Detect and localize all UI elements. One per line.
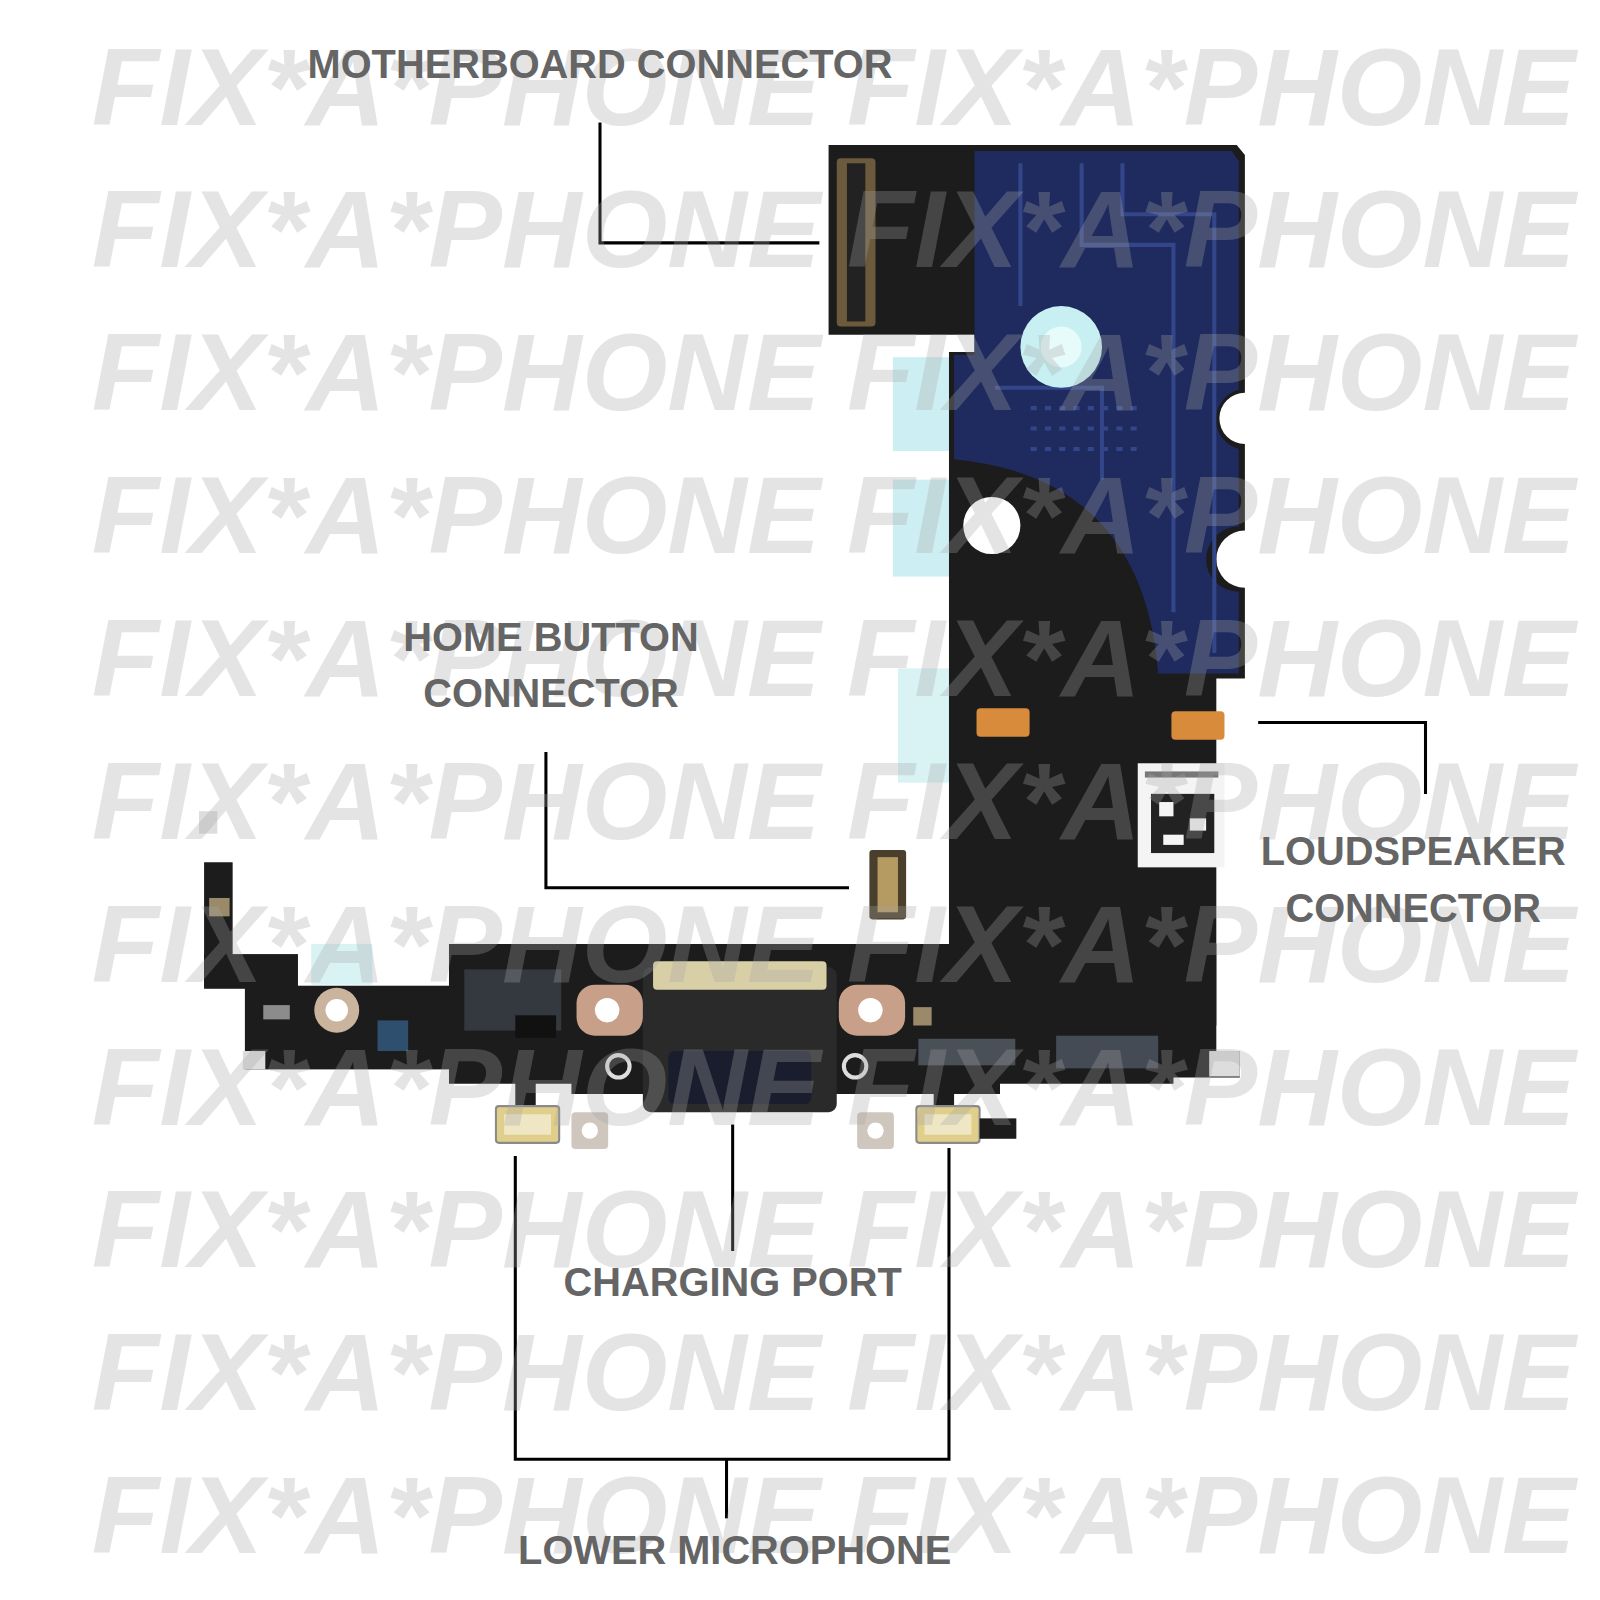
watermark: FIX*A*PHONE — [92, 1032, 821, 1142]
callout-label: LOUDSPEAKER CONNECTOR — [1245, 823, 1582, 935]
speaker-pad — [1171, 711, 1224, 740]
callout-label: CHARGING PORT — [564, 1254, 902, 1310]
watermark: FIX*A*PHONE — [847, 32, 1576, 142]
watermark: FIX*A*PHONE — [847, 1174, 1576, 1284]
watermark: FIX*A*PHONE — [92, 460, 821, 570]
watermark: FIX*A*PHONE — [92, 317, 821, 427]
watermark: FIX*A*PHONE — [847, 460, 1576, 570]
watermark: FIX*A*PHONE — [92, 1317, 821, 1427]
component — [913, 1007, 931, 1025]
watermark: FIX*A*PHONE — [847, 1460, 1576, 1570]
callout-label: MOTHERBOARD CONNECTOR — [308, 36, 893, 92]
component — [263, 1005, 290, 1019]
watermark: FIX*A*PHONE — [847, 1317, 1576, 1427]
watermark: FIX*A*PHONE — [92, 746, 821, 856]
watermark: FIX*A*PHONE — [92, 174, 821, 284]
bracket-hole — [595, 998, 619, 1022]
watermark: FIX*A*PHONE — [92, 889, 821, 999]
watermark: FIX*A*PHONE — [847, 317, 1576, 427]
screw-hole — [326, 999, 348, 1021]
watermark: FIX*A*PHONE — [847, 174, 1576, 284]
callout-label: HOME BUTTON CONNECTOR — [378, 609, 725, 721]
watermark: FIX*A*PHONE — [847, 1032, 1576, 1142]
callout-label: LOWER MICROPHONE — [518, 1522, 951, 1578]
bracket-hole — [858, 998, 882, 1022]
watermark: FIX*A*PHONE — [847, 603, 1576, 713]
